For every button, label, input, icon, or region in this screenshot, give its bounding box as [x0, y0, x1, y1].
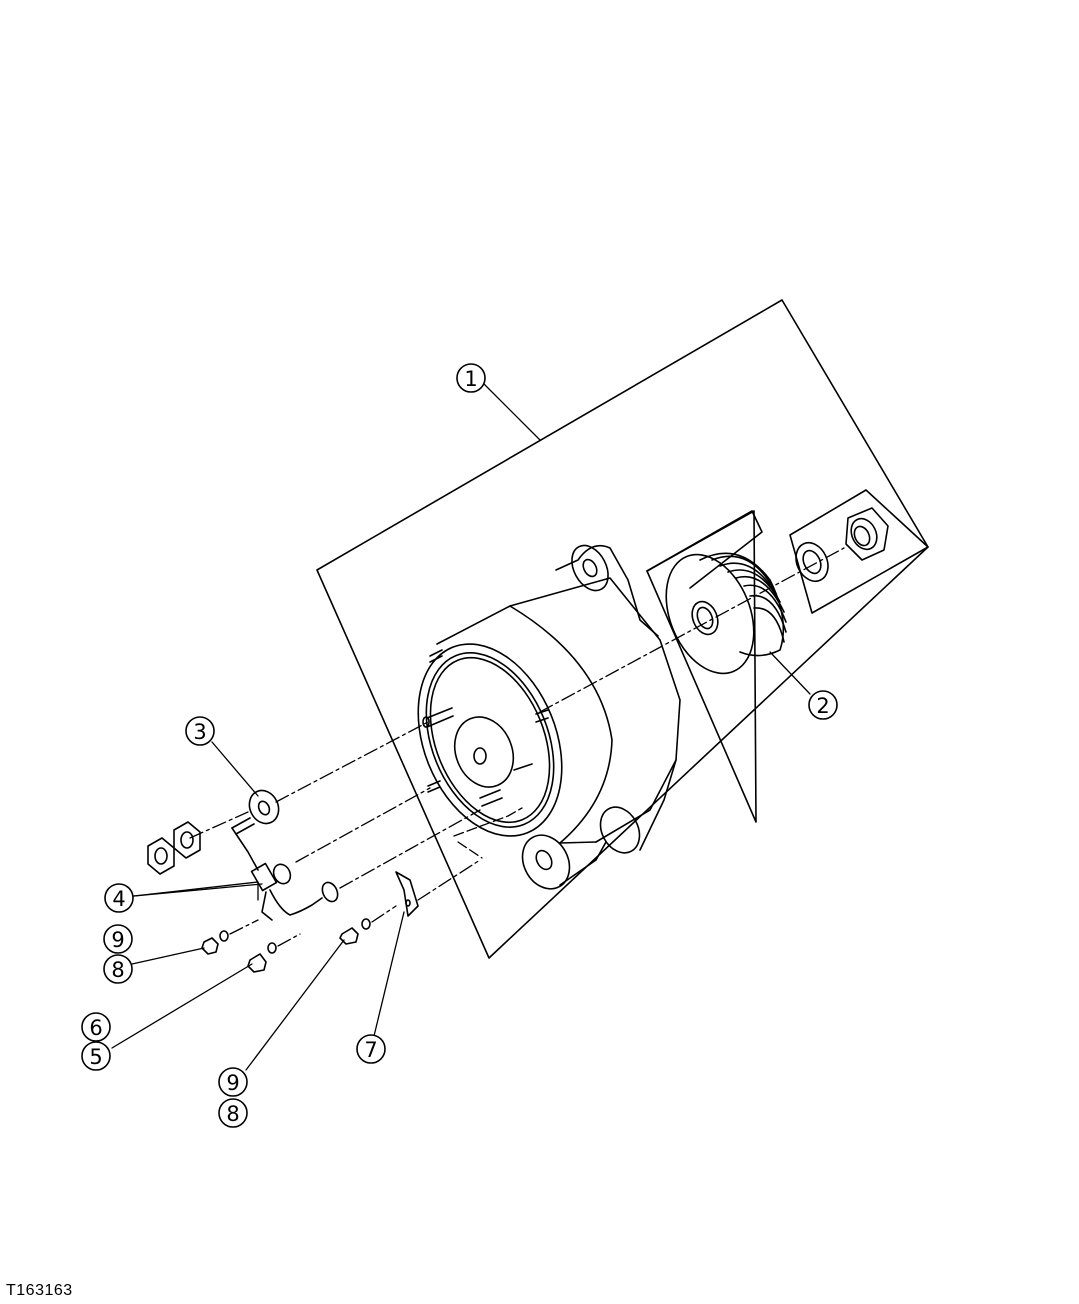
- capacitor: [231, 817, 339, 921]
- callout-8b: 8: [218, 1098, 248, 1128]
- callout-4-label: 4: [112, 887, 125, 911]
- callout-1-label: 1: [464, 367, 477, 391]
- nut-washer-5-6: [247, 942, 277, 973]
- callout-9b: 9: [218, 1067, 248, 1097]
- callout-9b-label: 9: [226, 1071, 239, 1095]
- pulley-nut: [845, 507, 889, 561]
- callout-5-label: 5: [89, 1045, 102, 1069]
- callout-9a-label: 9: [111, 928, 124, 952]
- alternator-body: [417, 544, 681, 890]
- bracket: [395, 871, 419, 917]
- callout-2-label: 2: [816, 694, 829, 718]
- callout-6: 6: [81, 1012, 111, 1042]
- callout-8b-label: 8: [226, 1102, 239, 1126]
- callout-9a: 9: [103, 924, 133, 954]
- centerline-jog-2: [453, 807, 523, 837]
- nut-washer-left: [201, 930, 229, 955]
- figure-id: T163163: [6, 1282, 73, 1299]
- centerline-jog: [457, 841, 483, 859]
- pulley-washer: [795, 541, 829, 583]
- pulley-box-outline: [646, 510, 763, 589]
- alternator-assembly-box: [316, 299, 929, 959]
- pulley: [665, 552, 787, 675]
- leader-lines: [111, 383, 811, 1071]
- terminal-nuts: [147, 821, 201, 875]
- callout-5: 5: [81, 1041, 111, 1071]
- callout-4: 4: [104, 883, 134, 913]
- callout-6-label: 6: [89, 1016, 102, 1040]
- callout-1: 1: [456, 363, 486, 393]
- terminal-washer: [248, 789, 280, 825]
- callout-8a: 8: [103, 954, 133, 984]
- alignment-centerlines: [189, 547, 845, 947]
- nut-washer-box: [789, 489, 929, 614]
- callout-7: 7: [356, 1034, 386, 1064]
- callout-8a-label: 8: [111, 958, 124, 982]
- callouts: 1 2 3 4 9 8 6 5: [81, 363, 838, 1128]
- nut-washer-center: [339, 918, 371, 945]
- callout-3: 3: [185, 716, 215, 746]
- callout-3-label: 3: [193, 720, 206, 744]
- callout-7-label: 7: [364, 1038, 377, 1062]
- callout-2: 2: [808, 690, 838, 720]
